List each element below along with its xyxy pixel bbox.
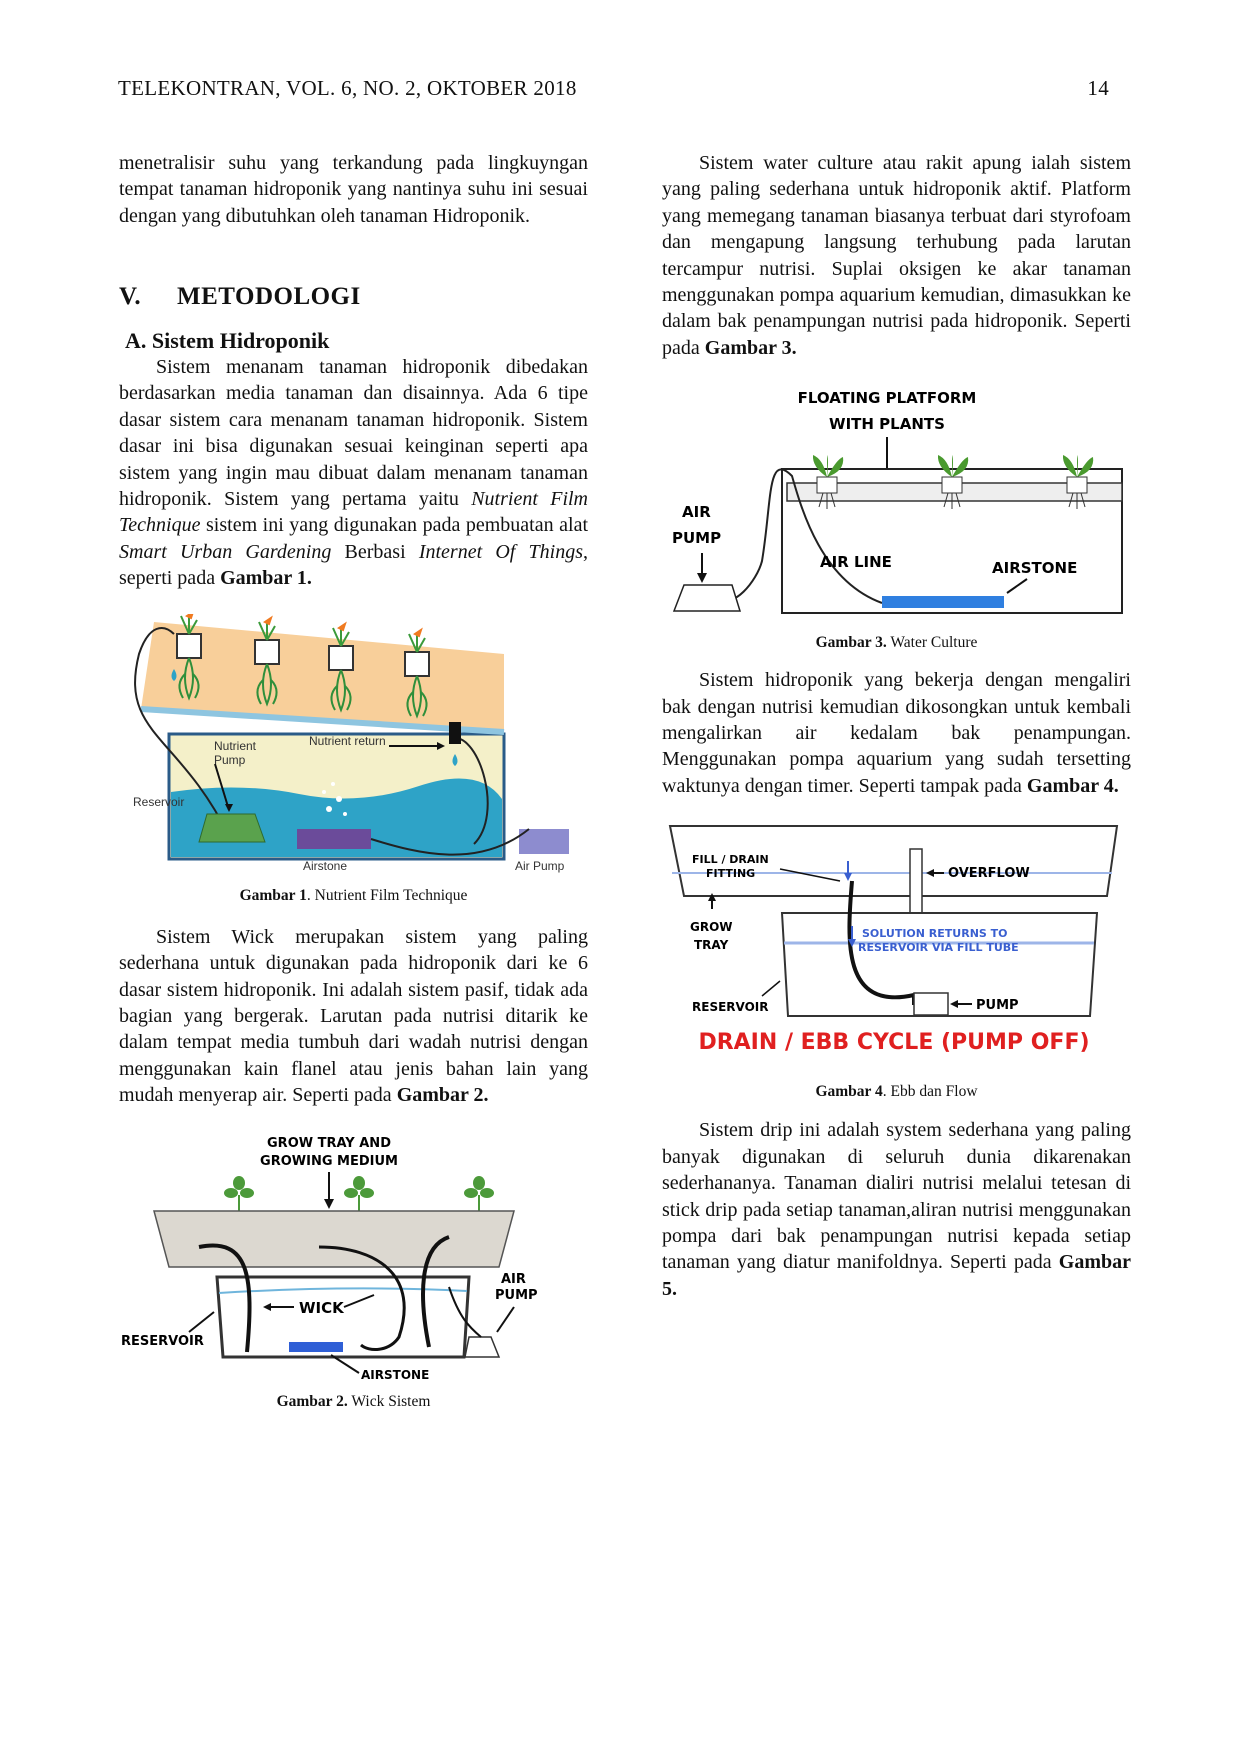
label-pump: PUMP xyxy=(672,529,721,547)
label-grow-tray: GROW TRAY AND xyxy=(267,1136,391,1151)
wick-diagram: GROW TRAY AND GROWING MEDIUM xyxy=(121,1136,538,1382)
left-column: menetralisir suhu yang terkandung pada l… xyxy=(119,150,588,1427)
label-pump: PUMP xyxy=(495,1288,538,1303)
journal-title: TELEKONTRAN, VOL. 6, NO. 2, OKTOBER 2018 xyxy=(118,76,577,100)
air-pump-shape xyxy=(519,828,569,854)
page-number: 14 xyxy=(1087,76,1109,100)
figure-1: Nutrient Pump Nutrient return Reservoir … xyxy=(119,613,588,904)
label-airstone: AIRSTONE xyxy=(992,559,1077,577)
label-air-line: AIR LINE xyxy=(820,553,892,571)
label-overflow: OVERFLOW xyxy=(948,866,1030,881)
airstone-shape xyxy=(289,1341,343,1352)
figure-1-caption: Gambar 1. Nutrient Film Technique xyxy=(239,886,468,904)
figure-2-caption: Gambar 2. Wick Sistem xyxy=(276,1392,431,1410)
figure-3-caption: Gambar 3. Water Culture xyxy=(815,634,978,652)
plant-icons xyxy=(176,613,430,719)
label-reservoir-via-fill-tube: RESERVOIR VIA FILL TUBE xyxy=(858,941,1019,954)
paragraph-wick: Sistem Wick merupakan sistem yang paling… xyxy=(119,925,588,1107)
plant-icons xyxy=(812,455,1094,510)
pump-shape xyxy=(913,992,949,1017)
figure-4-caption: Gambar 4. Ebb dan Flow xyxy=(815,1083,978,1101)
label-fitting: FITTING xyxy=(706,867,755,880)
water-culture-diagram: FLOATING PLATFORM WITH PLANTS AIR PUMP xyxy=(672,389,1123,615)
paragraph-continued: menetralisir suhu yang terkandung pada l… xyxy=(119,152,588,227)
label-reservoir: RESERVOIR xyxy=(121,1334,204,1349)
paragraph-sistem-hidroponik: Sistem menanam tanaman hidroponik dibeda… xyxy=(119,356,589,590)
paragraph-water-culture: Sistem water culture atau rakit apung ia… xyxy=(662,152,1131,359)
label-pump: PUMP xyxy=(976,998,1019,1013)
label-drain-ebb-cycle: DRAIN / EBB CYCLE (PUMP OFF) xyxy=(698,1030,1089,1055)
label-tray: TRAY xyxy=(694,938,729,952)
label-fill-drain: FILL / DRAIN xyxy=(692,853,769,866)
label-nutrient-return: Nutrient return xyxy=(309,734,386,748)
plant-icons xyxy=(224,1175,494,1211)
ebb-flow-diagram: FILL / DRAIN FITTING OVERFLOW GROW TRAY … xyxy=(668,825,1119,1055)
nft-diagram: Nutrient Pump Nutrient return Reservoir … xyxy=(133,613,569,873)
figure-3: FLOATING PLATFORM WITH PLANTS AIR PUMP xyxy=(662,381,1131,651)
air-pump-shape xyxy=(672,584,742,612)
label-pump: Pump xyxy=(214,753,246,767)
airstone-shape xyxy=(297,828,371,849)
label-airstone: Airstone xyxy=(303,859,347,873)
airstone-shape xyxy=(882,596,1004,609)
figure-4: FILL / DRAIN FITTING OVERFLOW GROW TRAY … xyxy=(662,821,1131,1111)
section-number: V. xyxy=(119,283,142,311)
paragraph-drip: Sistem drip ini adalah system sederhana … xyxy=(662,1119,1131,1300)
label-growing-medium: GROWING MEDIUM xyxy=(260,1154,398,1169)
label-air-pump: Air Pump xyxy=(515,859,565,873)
label-with-plants: WITH PLANTS xyxy=(829,415,945,433)
running-header: TELEKONTRAN, VOL. 6, NO. 2, OKTOBER 2018… xyxy=(118,76,1123,106)
label-solution-returns: SOLUTION RETURNS TO xyxy=(862,927,1008,940)
section-heading: V. METODOLOGI xyxy=(119,283,588,311)
figure-2: GROW TRAY AND GROWING MEDIUM xyxy=(119,1127,588,1427)
label-reservoir: Reservoir xyxy=(133,795,184,809)
label-air: AIR xyxy=(501,1272,526,1287)
label-reservoir: RESERVOIR xyxy=(692,1000,769,1014)
label-floating-platform: FLOATING PLATFORM xyxy=(798,389,977,407)
right-column: Sistem water culture atau rakit apung ia… xyxy=(662,150,1131,1302)
subsection-heading: A. Sistem Hidroponik xyxy=(125,327,330,353)
paragraph-ebb-flow: Sistem hidroponik yang bekerja dengan me… xyxy=(662,669,1131,797)
nutrient-pump-shape xyxy=(198,813,266,843)
label-grow: GROW xyxy=(690,920,733,934)
label-nutrient-pump: Nutrient xyxy=(214,739,257,753)
label-wick: WICK xyxy=(299,1299,345,1317)
label-air: AIR xyxy=(682,503,711,521)
air-pump-shape xyxy=(464,1335,501,1358)
label-airstone: AIRSTONE xyxy=(361,1368,429,1382)
section-title: METODOLOGI xyxy=(177,283,361,311)
